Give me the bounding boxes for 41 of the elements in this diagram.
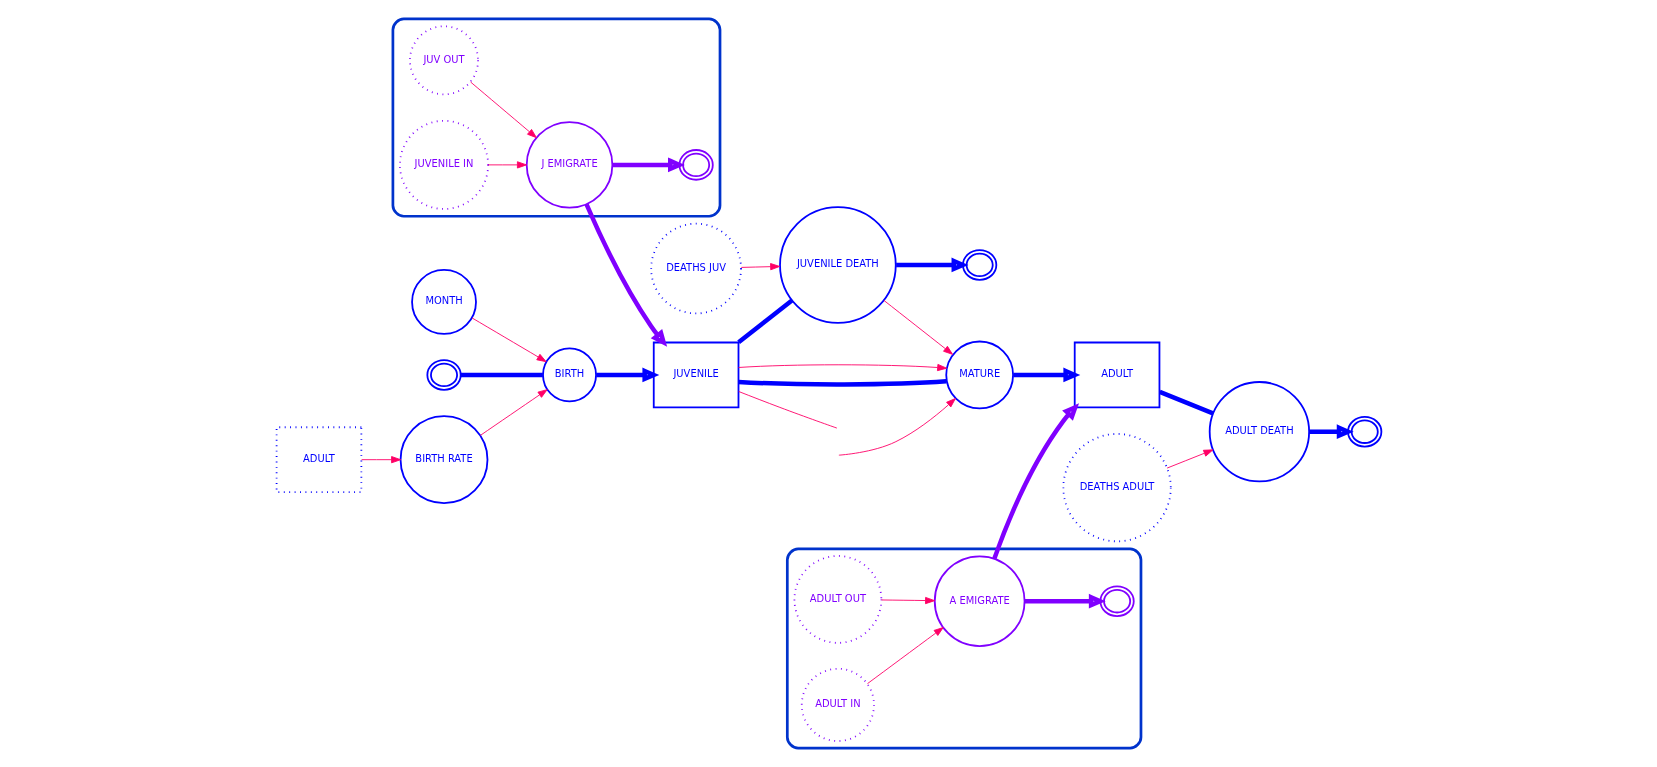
node-circle: ADULT OUT [793, 555, 882, 644]
arrow [837, 398, 956, 456]
node-circle: BIRTH [541, 347, 597, 403]
cluster [785, 547, 1142, 750]
arrow [1024, 593, 1106, 609]
node-box: JUVENILE [652, 341, 739, 409]
arrow [866, 627, 944, 685]
arrow [1166, 449, 1213, 469]
arrow [1012, 367, 1080, 383]
node-circle: JUV OUT [408, 25, 479, 96]
arrow [471, 317, 547, 363]
cluster [391, 17, 721, 218]
node-circle: MONTH [410, 269, 477, 335]
arrow [740, 263, 780, 271]
node-circle: ADULT IN [800, 667, 875, 742]
arrow [360, 456, 401, 464]
arrow [895, 257, 968, 273]
node-box: ADULT [275, 426, 362, 494]
arrow [737, 363, 947, 372]
arrow [479, 389, 548, 436]
node-circle: ADULT DEATH [1208, 381, 1310, 483]
connector [460, 372, 543, 378]
connector [737, 379, 946, 387]
arrow [612, 157, 685, 173]
node-circle: JUVENILE IN [398, 119, 489, 210]
node-circle: DEATHS JUV [649, 222, 742, 315]
arrow [584, 203, 667, 347]
connector [737, 391, 837, 429]
arrow [991, 403, 1079, 560]
arrow [1308, 424, 1354, 440]
node-circle: DEATHS ADULT [1062, 433, 1172, 543]
arrow [487, 161, 527, 169]
connector [1158, 389, 1214, 416]
node-circle: BIRTH RATE [399, 415, 488, 505]
node-circle: JUVENILE DEATH [778, 206, 897, 324]
connector [736, 298, 793, 344]
arrow [469, 81, 537, 139]
arrow [880, 596, 935, 605]
arrow [882, 299, 953, 355]
arrow [595, 367, 659, 383]
node-box: ADULT [1073, 341, 1160, 409]
